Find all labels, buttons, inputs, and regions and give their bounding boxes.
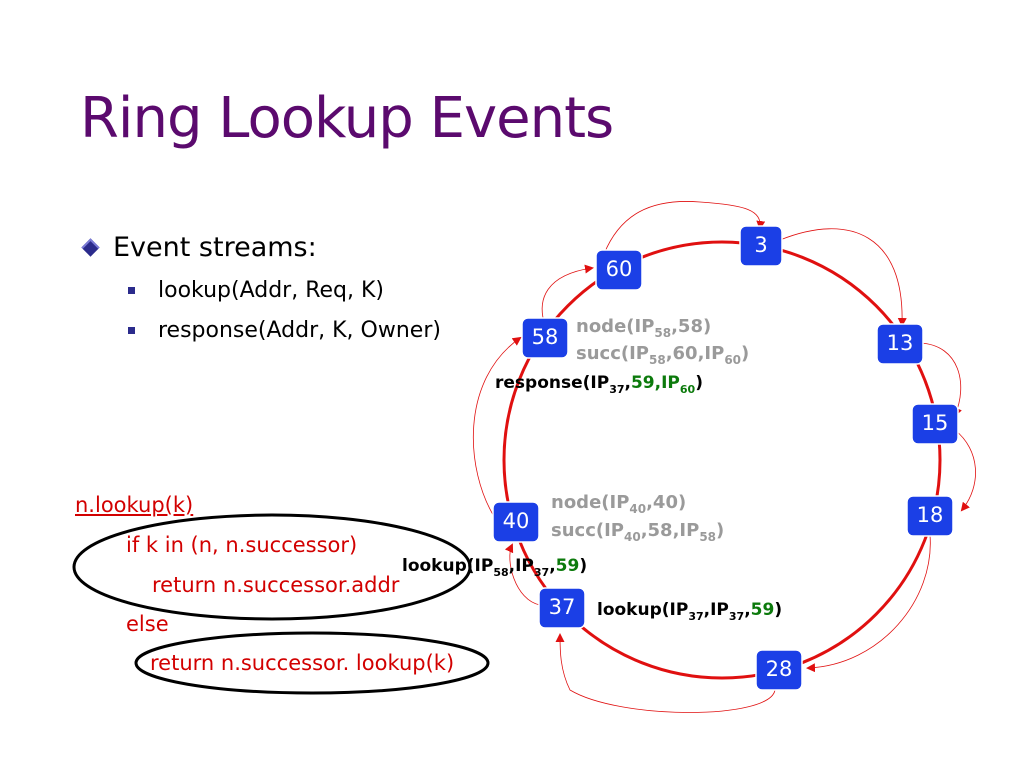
sub-bullet-text: response(Addr, K, Owner) bbox=[158, 318, 441, 343]
ellipse-else-branch bbox=[134, 631, 490, 695]
annotation-response: response(IP37,59,IP60) bbox=[495, 373, 703, 396]
sub-bullet-text: lookup(Addr, Req, K) bbox=[158, 278, 385, 303]
svg-text:13: 13 bbox=[887, 331, 914, 355]
arrow-40-to-58 bbox=[472, 336, 522, 519]
svg-text:28: 28 bbox=[766, 657, 793, 681]
ring-node-28[interactable]: 28 bbox=[755, 649, 803, 691]
svg-text:3: 3 bbox=[754, 233, 767, 257]
ring-node-40[interactable]: 40 bbox=[492, 501, 540, 543]
square-bullet-icon bbox=[128, 287, 135, 294]
annotation-lookup-37: lookup(IP37,IP37,59) bbox=[597, 600, 782, 623]
ring-node-15[interactable]: 15 bbox=[911, 403, 959, 445]
ring-node-18[interactable]: 18 bbox=[906, 495, 954, 537]
arrow-13-to-15 bbox=[919, 342, 962, 417]
ring-circle bbox=[502, 240, 942, 680]
annotation-succ-58: succ(IP58,60,IP60) bbox=[576, 343, 749, 367]
svg-text:60: 60 bbox=[606, 257, 633, 281]
arrow-18-to-28 bbox=[806, 534, 931, 673]
annotation-node-40: node(IP40,40) bbox=[551, 492, 686, 516]
sub-bullet-lookup: lookup(Addr, Req, K) bbox=[128, 278, 384, 303]
code-line-lookup: n.lookup(k) bbox=[75, 493, 194, 517]
annotation-lookup-40: lookup(IP58,IP37,59) bbox=[402, 556, 587, 579]
code-line-else: else bbox=[126, 612, 169, 636]
svg-text:58: 58 bbox=[532, 325, 559, 349]
svg-text:15: 15 bbox=[922, 411, 949, 435]
annotation-succ-40: succ(IP40,58,IP58) bbox=[551, 520, 724, 544]
ring-node-58[interactable]: 58 bbox=[521, 317, 569, 359]
ring-node-3[interactable]: 3 bbox=[739, 225, 783, 267]
ellipse-if-branch bbox=[72, 513, 472, 621]
arrow-58-to-60 bbox=[541, 264, 594, 323]
bullet-event-streams: Event streams: bbox=[78, 232, 317, 263]
svg-text:40: 40 bbox=[503, 509, 530, 533]
ring-node-13[interactable]: 13 bbox=[876, 323, 924, 365]
ring-node-37[interactable]: 37 bbox=[538, 587, 586, 629]
ring-node-60[interactable]: 60 bbox=[595, 249, 643, 291]
square-bullet-icon bbox=[128, 327, 135, 334]
svg-text:37: 37 bbox=[549, 595, 576, 619]
arrow-60-to-3 bbox=[603, 201, 766, 255]
arrow-15-to-18 bbox=[954, 429, 976, 512]
annotation-node-58: node(IP58,58) bbox=[576, 316, 711, 340]
arrow-3-to-13 bbox=[779, 228, 907, 327]
sub-bullet-response: response(Addr, K, Owner) bbox=[128, 318, 441, 343]
arrow-37-to-40 bbox=[504, 543, 541, 606]
code-line-return-lookup: return n.successor. lookup(k) bbox=[150, 651, 455, 675]
bullet-text: Event streams: bbox=[113, 232, 317, 263]
arrow-28-to-37 bbox=[555, 633, 776, 713]
code-line-return-addr: return n.successor.addr bbox=[152, 573, 400, 597]
code-line-if: if k in (n, n.successor) bbox=[126, 533, 358, 557]
svg-text:18: 18 bbox=[917, 503, 944, 527]
slide-title: Ring Lookup Events bbox=[80, 86, 614, 151]
